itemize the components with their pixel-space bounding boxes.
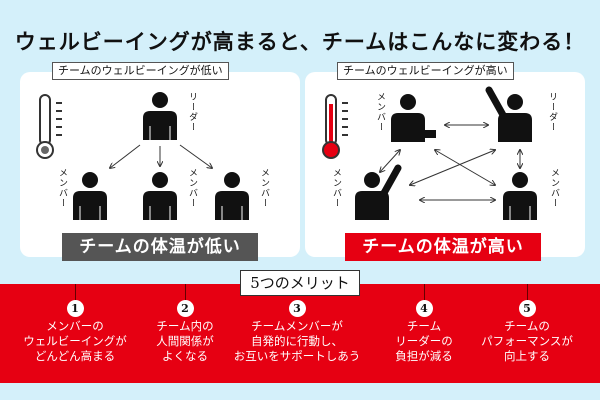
merit-text: 自発的に行動し、 [251, 334, 343, 348]
merit-text: 人間関係が [156, 334, 214, 348]
high-panel-label: チームのウェルビーイングが高い [337, 62, 514, 80]
thermometer-high-icon [322, 94, 348, 159]
leader-person-icon [142, 91, 178, 141]
merit-text: ウェルビーイングが [23, 334, 127, 348]
member-person-icon [72, 171, 108, 221]
leader-label: リーダー [187, 92, 197, 132]
mutual-arrows [380, 125, 520, 200]
member-label: メンバー [57, 168, 67, 208]
high-caption: チームの体温が高い [345, 233, 541, 261]
page-title: ウェルビーイングが高まると、チームはこんなに変わる！ [14, 29, 586, 54]
member-person-icon [142, 171, 178, 221]
merit-text: お互いをサポートしあう [233, 349, 361, 363]
merit-text: チーム [406, 319, 442, 333]
merit-item: 2 チーム内の人間関係がよくなる [125, 300, 245, 364]
merit-number: 4 [415, 300, 433, 317]
leader-person-icon [489, 90, 532, 142]
low-caption: チームの体温が低い [62, 233, 258, 261]
member-person-icon [214, 171, 250, 221]
top-down-arrows [110, 144, 212, 168]
low-panel-label: チームのウェルビーイングが低い [52, 62, 229, 80]
merit-number: 1 [66, 300, 84, 317]
leader-label: リーダー [547, 92, 557, 132]
member-label: メンバー [331, 168, 341, 208]
member-label: メンバー [549, 168, 559, 208]
merit-text: チーム内の [156, 319, 214, 333]
merit-text: 向上する [504, 349, 550, 363]
member-label: メンバー [187, 168, 197, 208]
member-label: メンバー [259, 168, 269, 208]
merit-text: よくなる [162, 349, 208, 363]
thermometer-low-icon [36, 94, 62, 159]
merit-text: どんどん高まる [34, 349, 116, 363]
connector-line [527, 284, 528, 306]
merits-heading: 5つのメリット [240, 270, 360, 296]
merit-item: 4 チームリーダーの負担が減る [364, 300, 484, 364]
member-person-icon [355, 168, 398, 220]
merit-text: メンバーの [46, 319, 104, 333]
merit-number: 5 [518, 300, 536, 317]
connector-line [75, 284, 76, 306]
merit-number: 3 [288, 300, 306, 317]
merit-text: チームメンバーが [251, 319, 343, 333]
merit-item: 1 メンバーのウェルビーイングがどんどん高まる [15, 300, 135, 364]
merit-text: パフォーマンスが [481, 334, 573, 348]
member-person-icon [502, 171, 538, 221]
merit-text: リーダーの [395, 334, 453, 348]
member-person-icon [391, 94, 436, 142]
merit-text: チームの [504, 319, 550, 333]
merit-text: 負担が減る [395, 349, 453, 363]
merit-item: 5 チームのパフォーマンスが向上する [467, 300, 587, 364]
member-label: メンバー [375, 92, 385, 132]
connector-line [424, 284, 425, 306]
connector-line [185, 284, 186, 306]
merit-item: 3 チームメンバーが自発的に行動し、お互いをサポートしあう [227, 300, 367, 364]
merit-number: 2 [176, 300, 194, 317]
